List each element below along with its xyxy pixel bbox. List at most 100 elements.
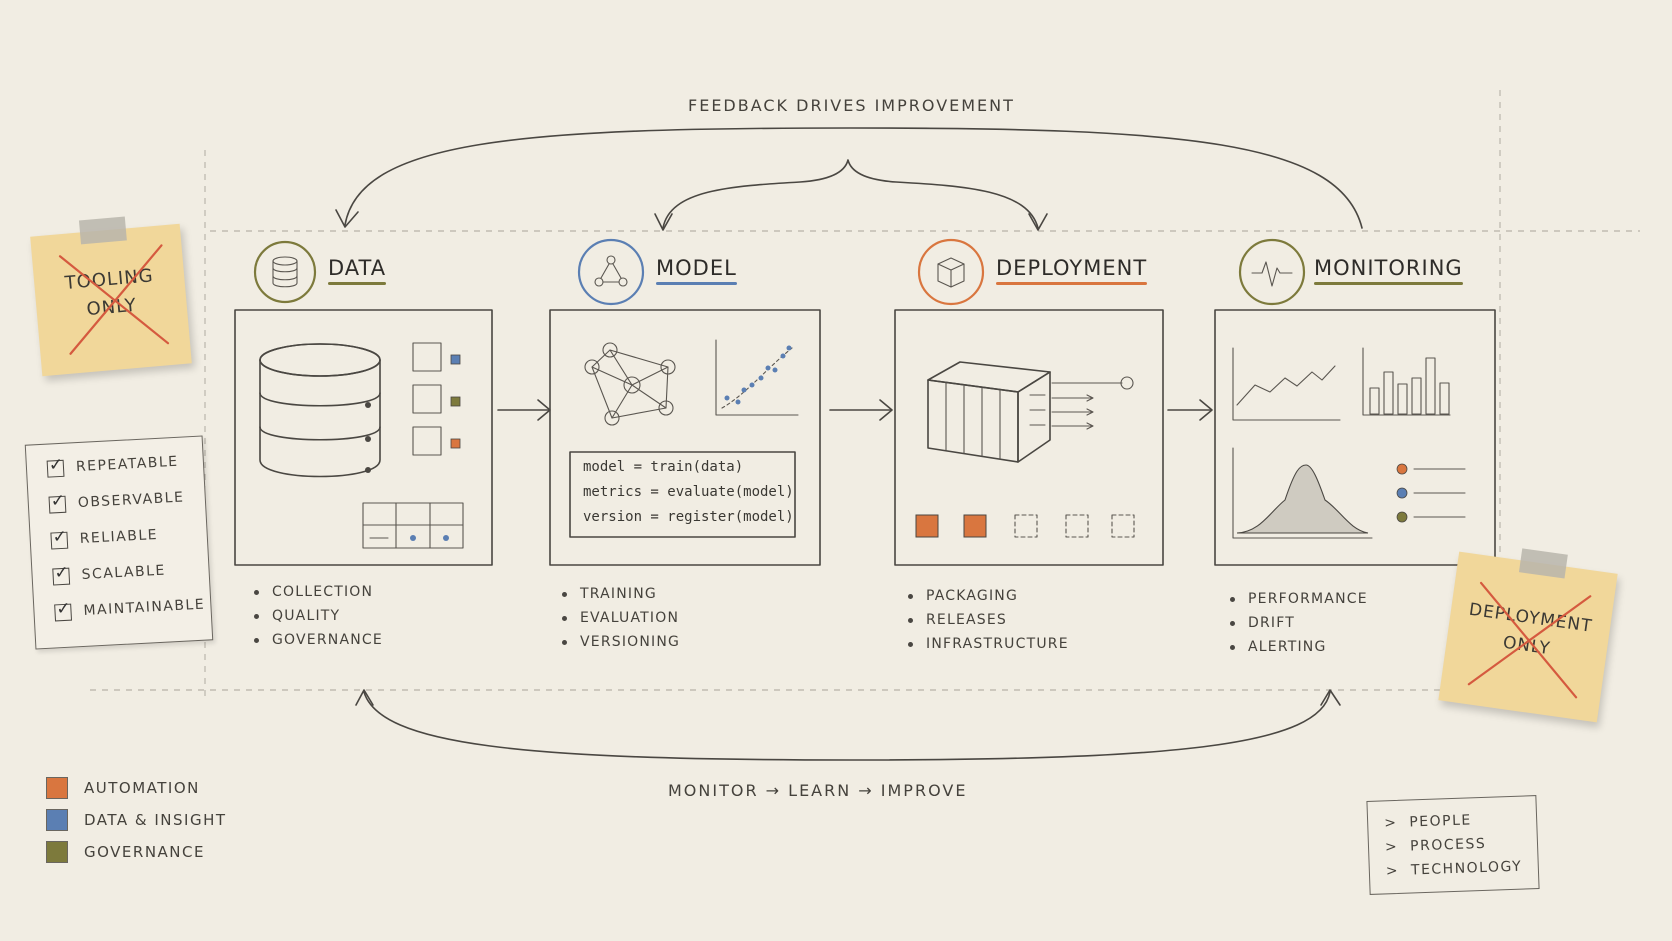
loop-label: MONITOR → LEARN → IMPROVE — [668, 781, 968, 800]
feedback-arc-arrowhead — [335, 209, 359, 228]
stage-title-monitoring: Monitoring — [1314, 256, 1463, 285]
checkbox-icon — [48, 495, 67, 514]
panel-monitoring — [1214, 309, 1496, 566]
learn-loop-arrowhead-right — [1320, 689, 1341, 706]
bar-chart-illustration — [1362, 347, 1451, 416]
checklist-item: Maintainable — [54, 586, 212, 630]
color-legend: Automation Data & Insight Governance — [46, 772, 227, 868]
legend-swatch — [46, 777, 68, 799]
neural-graph-illustration — [584, 342, 676, 426]
pillar-technology: > Technology — [1385, 854, 1538, 883]
cube-icon — [917, 238, 985, 306]
code-line-train: model = train(data) — [583, 459, 744, 475]
code-block-frame — [569, 451, 796, 538]
checklist-label: Scalable — [81, 562, 167, 583]
pillar-label: Process — [1409, 835, 1487, 855]
pillar-label: People — [1409, 812, 1472, 831]
pillar-label: Technology — [1410, 858, 1523, 879]
bullets-data: Collection Quality Governance — [252, 580, 383, 652]
bullet-evaluation: Evaluation — [560, 606, 680, 630]
legend-swatch — [46, 841, 68, 863]
checklist-label: Observable — [77, 489, 185, 512]
checkbox-icon — [52, 567, 71, 586]
sticky-note-tooling-only: Tooling Only — [30, 216, 192, 377]
database-icon — [253, 240, 317, 304]
legend-swatch — [46, 809, 68, 831]
bullets-deployment: Packaging Releases Infrastructure — [906, 584, 1069, 656]
brace-arrowhead-left — [654, 213, 673, 231]
bullet-governance: Governance — [252, 628, 383, 652]
stage-title-data-text: Data — [328, 256, 387, 280]
data-tag-boxes — [412, 342, 461, 456]
stage-underline-monitoring — [1314, 282, 1463, 285]
bullet-quality: Quality — [252, 604, 383, 628]
deployment-slots — [915, 514, 1135, 538]
code-line-register: version = register(model) — [583, 509, 794, 525]
legend-label: Automation — [84, 779, 200, 797]
bullet-drift: Drift — [1228, 611, 1368, 635]
distribution-chart-illustration — [1232, 447, 1373, 539]
legend-item-data-insight: Data & Insight — [46, 804, 227, 836]
flow-arrow-deployment-monitoring — [1167, 399, 1213, 421]
learn-loop-arrowhead-left — [355, 689, 374, 706]
stage-title-monitoring-text: Monitoring — [1314, 256, 1463, 280]
bullet-training: Training — [560, 582, 680, 606]
container-illustration — [927, 361, 1134, 463]
legend-item-governance: Governance — [46, 836, 227, 868]
bullet-infrastructure: Infrastructure — [906, 632, 1069, 656]
bullet-alerting: Alerting — [1228, 635, 1368, 659]
bullet-versioning: Versioning — [560, 630, 680, 654]
checklist-label: Reliable — [79, 526, 159, 548]
line-chart-illustration — [1232, 347, 1341, 421]
checkbox-icon — [50, 531, 69, 550]
stage-underline-deployment — [996, 282, 1148, 285]
sticky-note-deployment-only: Deployment Only — [1438, 548, 1618, 723]
panel-data — [234, 309, 493, 566]
stage-title-model: Model — [656, 256, 737, 285]
bullets-model: Training Evaluation Versioning — [560, 582, 680, 654]
code-block: model = train(data) metrics = evaluate(m… — [583, 455, 794, 530]
monitoring-legend-lines — [1396, 463, 1466, 523]
chevron-right-icon: > — [1384, 838, 1411, 856]
checkbox-icon — [46, 459, 65, 478]
stage-title-model-text: Model — [656, 256, 737, 280]
stage-title-deployment-text: Deployment — [996, 256, 1148, 280]
bullet-packaging: Packaging — [906, 584, 1069, 608]
bullet-performance: Performance — [1228, 587, 1368, 611]
data-mini-table — [362, 502, 464, 549]
stage-underline-model — [656, 282, 737, 285]
legend-item-automation: Automation — [46, 772, 227, 804]
stage-title-data: Data — [328, 256, 387, 285]
bullet-releases: Releases — [906, 608, 1069, 632]
feedback-brace — [662, 159, 1039, 229]
chevron-right-icon: > — [1385, 862, 1412, 880]
flow-arrow-data-model — [497, 399, 551, 421]
checkbox-icon — [54, 603, 72, 621]
code-line-evaluate: metrics = evaluate(model) — [583, 484, 794, 500]
quality-checklist: Repeatable Observable Reliable Scalable … — [24, 435, 214, 650]
legend-label: Data & Insight — [84, 811, 227, 829]
network-icon — [577, 238, 645, 306]
stage-underline-data — [328, 282, 387, 285]
stage-title-deployment: Deployment — [996, 256, 1148, 285]
bullets-monitoring: Performance Drift Alerting — [1228, 587, 1368, 659]
bullet-collection: Collection — [252, 580, 383, 604]
checklist-label: Repeatable — [75, 453, 179, 476]
pulse-icon — [1238, 238, 1306, 306]
checklist-label: Maintainable — [83, 596, 206, 619]
cross-out-icon — [1467, 581, 1592, 699]
feedback-arc — [344, 127, 1363, 229]
learn-loop-arc — [363, 691, 1331, 761]
panel-model — [549, 309, 821, 566]
legend-label: Governance — [84, 843, 205, 861]
flow-arrow-model-deployment — [829, 399, 893, 421]
scatter-plot-illustration — [715, 339, 799, 416]
chevron-right-icon: > — [1383, 814, 1410, 832]
database-illustration — [259, 343, 381, 478]
brace-arrowhead-right — [1028, 213, 1048, 231]
cross-out-icon — [58, 244, 170, 355]
panel-deployment — [894, 309, 1164, 566]
pillars-box: > People > Process > Technology — [1366, 795, 1540, 895]
